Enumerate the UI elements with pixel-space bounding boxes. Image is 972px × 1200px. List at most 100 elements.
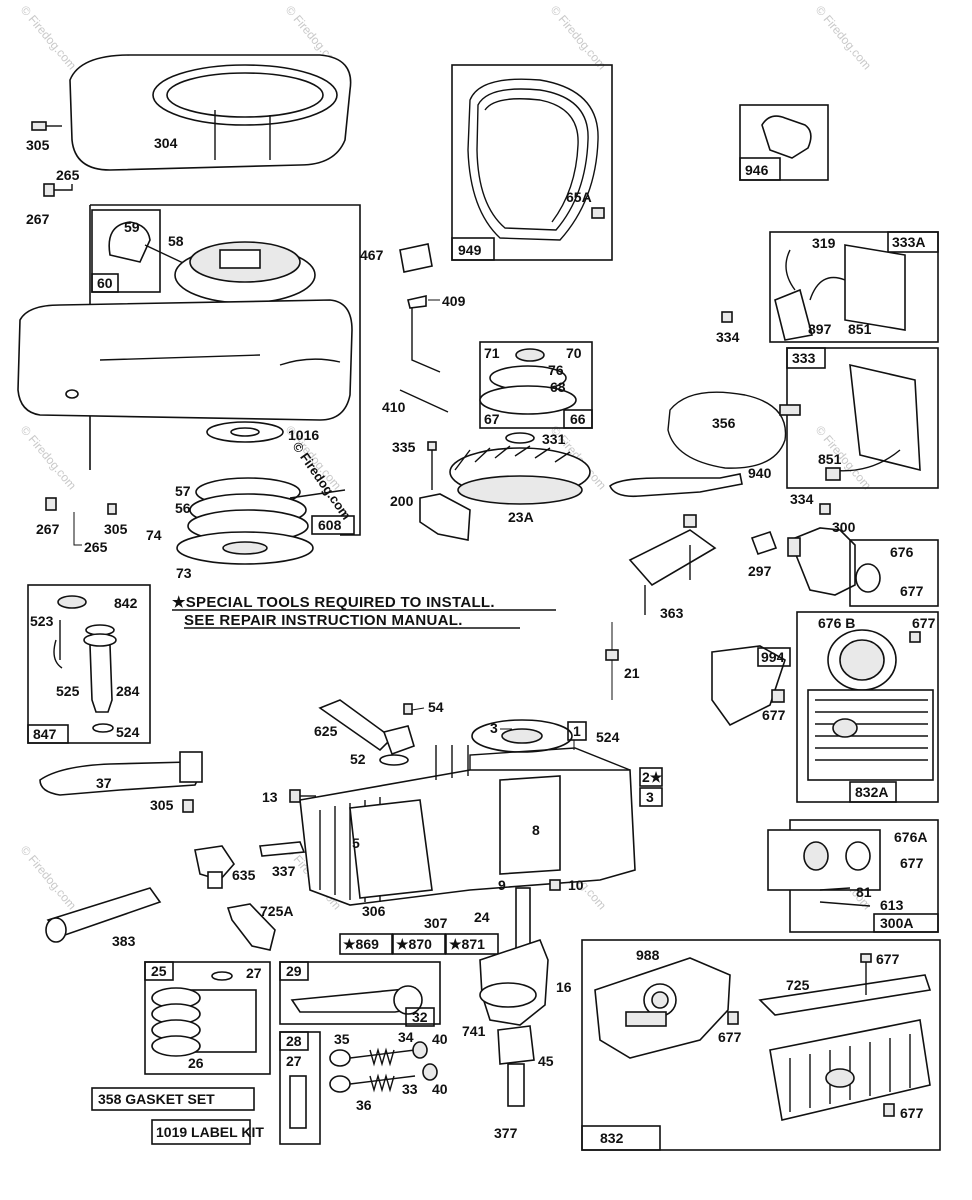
part-label: 3: [490, 720, 498, 736]
part-label: 677: [718, 1029, 742, 1045]
part-label: 523: [30, 613, 54, 629]
part-label: 21: [624, 665, 640, 681]
part-label: 725A: [260, 903, 293, 919]
note-line-1: ★SPECIAL TOOLS REQUIRED TO INSTALL.: [172, 594, 495, 611]
part-label: 65A: [566, 189, 592, 205]
part-label: 524: [116, 724, 140, 740]
part-label: ★871: [449, 936, 485, 952]
guard-383: 383: [45, 887, 162, 949]
part-label: 27: [286, 1053, 302, 1069]
part-label: 70: [566, 345, 582, 361]
crankshaft-16: 16 741 45 377: [462, 887, 572, 1141]
part-label: 32: [412, 1009, 428, 1025]
part-label: 3: [646, 789, 654, 805]
bracket-940: 940: [609, 465, 772, 498]
bolt-13: 13: [262, 789, 316, 805]
part-label: 34: [398, 1029, 414, 1045]
part-label: 677: [876, 951, 900, 967]
part-label: 66: [570, 411, 586, 427]
screw-334: 334: [716, 311, 740, 345]
part-label: 304: [154, 135, 178, 151]
pin-28: 28 27: [279, 1031, 321, 1145]
part-label: 842: [114, 595, 138, 611]
part-label: ★869: [343, 936, 379, 952]
part-label: 36: [356, 1097, 372, 1113]
oil-fill-847: 842 523 525 284 524 847: [27, 584, 151, 744]
part-label: 897: [808, 321, 832, 337]
part-label: 832A: [855, 784, 888, 800]
part-label: 409: [442, 293, 466, 309]
part-label: 74: [146, 527, 162, 543]
bracket-335-200: 335 200: [390, 439, 471, 541]
part-label: 13: [262, 789, 278, 805]
bracket-37: 37 305: [39, 751, 203, 813]
part-label: 677: [762, 707, 786, 723]
part-label: 81: [856, 884, 872, 900]
part-label: 57: [175, 483, 191, 499]
part-label: 73: [176, 565, 192, 581]
part-label: 994: [761, 649, 785, 665]
part-label: 635: [232, 867, 256, 883]
part-label: 37: [96, 775, 112, 791]
pulley-starter: 57 56 608 74 73: [146, 477, 355, 581]
breather-625: 625 54 52: [314, 699, 444, 767]
part-label: 40: [432, 1081, 448, 1097]
wire-harness-949: 949 65A: [451, 64, 613, 261]
part-label: 337: [272, 863, 296, 879]
wire-356: 356: [667, 391, 801, 469]
part-label: 23A: [508, 509, 534, 525]
shroud-body: [17, 299, 353, 421]
part-label: 1016: [288, 427, 319, 443]
muffler-300A: 676A 677 81 613 300A: [767, 819, 939, 933]
part-label: 949: [458, 242, 482, 258]
part-label: 608: [318, 517, 342, 533]
flywheel-23A: 331 23A: [449, 431, 591, 525]
part-label: 613: [880, 897, 904, 913]
part-label: 335: [392, 439, 416, 455]
part-label: 307: [424, 915, 448, 931]
part-label: 26: [188, 1055, 204, 1071]
watermark: © Firedog.com: [548, 3, 609, 72]
part-label: 305: [150, 797, 174, 813]
governor-66: 71 70 76 68 67 66: [479, 341, 593, 429]
part-label: 16: [556, 979, 572, 995]
screw-10: 10: [549, 877, 584, 893]
part-label: 676A: [894, 829, 927, 845]
cylinder-block: [299, 719, 636, 906]
part-label: 5: [352, 835, 360, 851]
muffler-832: 988 677 725 677 677 832: [581, 939, 941, 1151]
gasket-boxes: ★869 ★870 ★871: [339, 933, 499, 955]
gasket-set-label: 358 GASKET SET: [98, 1091, 215, 1107]
bracket-725A: 725A: [226, 903, 293, 951]
piston-rings-25: 25 27 26: [144, 961, 271, 1075]
part-label: 67: [484, 411, 500, 427]
part-label: 306: [362, 903, 386, 919]
label-kit-label: 1019 LABEL KIT: [156, 1124, 264, 1140]
part-label: 377: [494, 1125, 518, 1141]
part-label: 363: [660, 605, 684, 621]
block-labels: 3 1 21 524 2★ 3: [490, 622, 663, 807]
part-label: 847: [33, 726, 57, 742]
special-tools-note: ★SPECIAL TOOLS REQUIRED TO INSTALL. SEE …: [172, 594, 556, 629]
part-label: 331: [542, 431, 566, 447]
valves: 35 34 40 36 33 40: [329, 1029, 448, 1113]
note-line-2: SEE REPAIR INSTRUCTION MANUAL.: [184, 612, 463, 629]
part-label: 741: [462, 1023, 486, 1039]
part-label: 851: [818, 451, 842, 467]
part-label: 267: [26, 211, 50, 227]
part-label: 300: [832, 519, 856, 535]
part-label: 25: [151, 963, 167, 979]
part-label: 200: [390, 493, 414, 509]
bolt-305: 305: [26, 121, 62, 153]
part-label: 284: [116, 683, 140, 699]
watermark: © Firedog.com: [18, 3, 79, 72]
armature-333A: 333A 319 897 851: [769, 231, 939, 343]
part-label: 45: [538, 1053, 554, 1069]
part-label: 24: [474, 909, 490, 925]
part-label: 333A: [892, 234, 925, 250]
link-409-410: 409 410: [382, 293, 466, 415]
part-label: 265: [84, 539, 108, 555]
part-label: 29: [286, 963, 302, 979]
part-label: 59: [124, 219, 140, 235]
